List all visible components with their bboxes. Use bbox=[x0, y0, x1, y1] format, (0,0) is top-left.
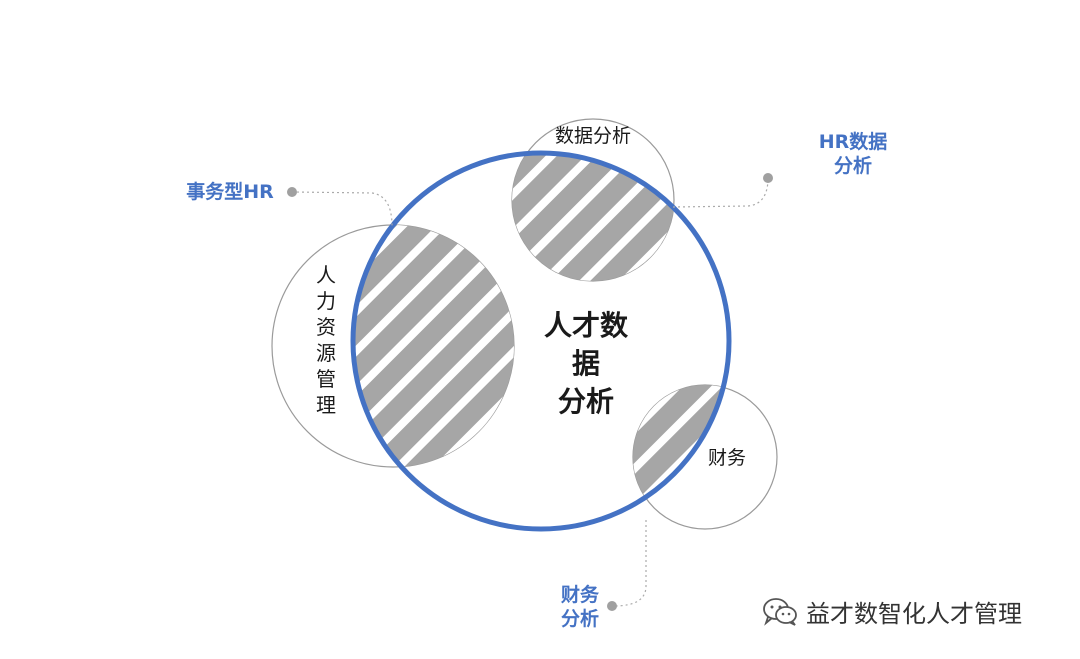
hr-management-label: 人 力 资 源 管 理 bbox=[313, 262, 339, 418]
hr-char: 理 bbox=[316, 393, 336, 417]
finance-label: 财务 bbox=[707, 447, 746, 469]
callout-finance-analysis-line1: 财务 bbox=[560, 584, 599, 606]
hr-char: 管 bbox=[316, 367, 336, 391]
callout-hr-data-analysis-line2: 分析 bbox=[833, 155, 872, 177]
callout-hr-data-analysis-line1: HR数据 bbox=[818, 131, 888, 153]
hr-char: 资 bbox=[316, 315, 336, 339]
center-title-line2: 分析 bbox=[557, 385, 614, 418]
callout-hr-data-analysis: HR数据 分析 bbox=[812, 130, 894, 178]
connector-finance-analysis bbox=[613, 520, 647, 607]
dot-transactional-hr bbox=[287, 187, 297, 197]
watermark: 益才数智化人才管理 bbox=[762, 594, 1022, 629]
center-title-line1: 人才数据 bbox=[543, 309, 628, 380]
watermark-text: 益才数智化人才管理 bbox=[806, 600, 1022, 628]
callout-transactional-hr: 事务型HR bbox=[186, 181, 274, 203]
wechat-icon bbox=[763, 597, 797, 626]
dot-hr-data-analysis bbox=[763, 173, 773, 183]
center-title: 人才数据 分析 bbox=[531, 307, 641, 421]
callout-finance-analysis: 财务 分析 bbox=[548, 583, 612, 631]
connector-hr-data-analysis bbox=[672, 177, 769, 208]
data-analysis-label: 数据分析 bbox=[554, 125, 631, 147]
hr-overlap-hatch bbox=[353, 225, 514, 467]
connector-transactional-hr bbox=[291, 191, 393, 227]
hr-char: 源 bbox=[316, 341, 336, 365]
dot-finance-analysis bbox=[607, 601, 617, 611]
hr-char: 力 bbox=[316, 289, 336, 313]
talent-data-analysis-circle bbox=[350, 150, 732, 532]
hr-char: 人 bbox=[316, 263, 336, 287]
callout-finance-analysis-line2: 分析 bbox=[560, 608, 599, 630]
